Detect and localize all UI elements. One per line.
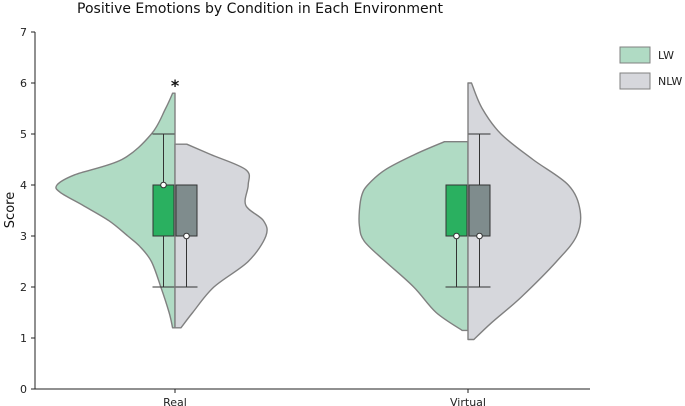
y-axis-title: Score <box>3 192 18 228</box>
violin-lw-real <box>55 92 176 329</box>
plot-area: * <box>55 76 582 341</box>
y-tick-label-5: 5 <box>20 128 27 141</box>
chart-title: Positive Emotions by Condition in Each E… <box>77 1 443 17</box>
legend: LW NLW <box>619 46 682 90</box>
y-tick-label-7: 7 <box>20 26 27 39</box>
legend-label-nlw: NLW <box>658 75 682 88</box>
y-tick-label-3: 3 <box>20 230 27 243</box>
legend-swatch-nlw <box>619 72 651 90</box>
legend-swatch-lw <box>619 46 651 64</box>
box-lw-virtual <box>445 184 468 237</box>
legend-label-lw: LW <box>658 49 674 62</box>
box-nlw-virtual <box>468 184 491 237</box>
y-tick-label-0: 0 <box>20 383 27 396</box>
significance-marker-real: * <box>171 76 180 95</box>
median-nlw-real <box>183 232 190 240</box>
y-tick-label-1: 1 <box>20 332 27 345</box>
median-nlw-virtual <box>476 232 483 240</box>
y-tick-label-4: 4 <box>20 179 27 192</box>
box-lw-real <box>152 184 175 237</box>
y-tick-label-6: 6 <box>20 77 27 90</box>
violin-lw-virtual <box>358 141 469 332</box>
y-tick-label-2: 2 <box>20 281 27 294</box>
x-tick-label-virtual: Virtual <box>450 396 486 406</box>
median-lw-real <box>160 181 167 189</box>
x-tick-label-real: Real <box>163 396 187 406</box>
median-lw-virtual <box>453 232 460 240</box>
violin-nlw-real <box>174 143 268 329</box>
violin-nlw-virtual <box>467 82 582 341</box>
box-nlw-real <box>175 184 198 237</box>
